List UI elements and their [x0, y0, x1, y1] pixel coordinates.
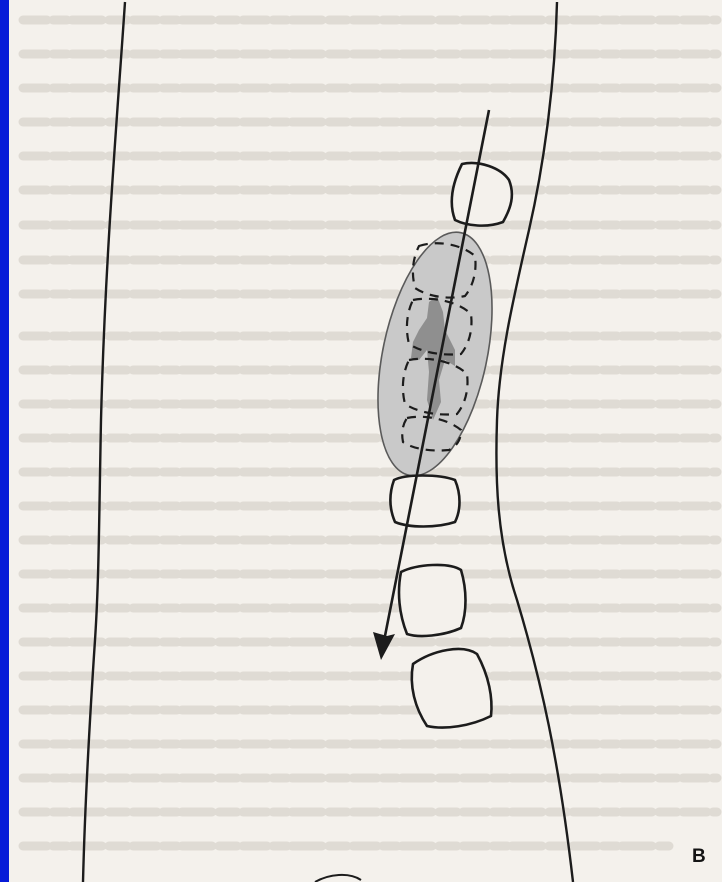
- scanned-figure: B: [9, 0, 722, 882]
- panel-label: B: [692, 846, 706, 868]
- vertebra-lower-2: [399, 565, 466, 636]
- left-body-outline: [83, 2, 125, 882]
- vertebra-lower-1: [390, 476, 459, 527]
- spine-diagram: [9, 0, 722, 882]
- right-body-outline: [496, 2, 573, 882]
- vertebra-lower-3: [412, 649, 492, 727]
- bottom-curve: [315, 875, 361, 882]
- vertebra-top: [452, 163, 512, 226]
